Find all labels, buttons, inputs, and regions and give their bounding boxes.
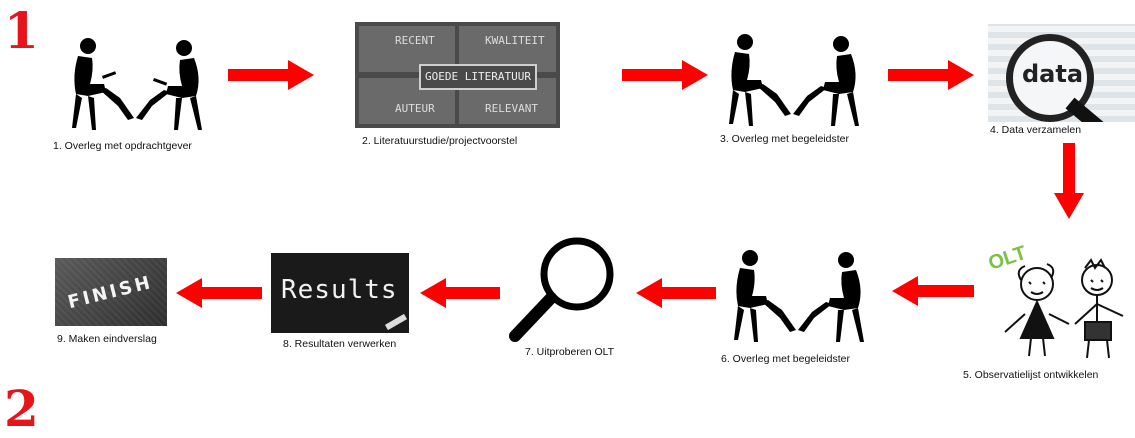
step-1-caption: 1. Overleg met opdrachtgever — [53, 140, 192, 152]
arrow-left-icon — [892, 276, 974, 306]
meeting-silhouette-icon — [729, 34, 859, 126]
section-number-2: 2 — [4, 379, 39, 438]
meeting-silhouette-icon — [72, 38, 202, 130]
chalkboard-word: Results — [281, 275, 398, 305]
arrow-left-icon — [420, 278, 500, 308]
meeting-silhouette-icon — [734, 250, 864, 342]
board-bottom-right: RELEVANT — [485, 102, 538, 115]
step-6-caption: 6. Overleg met begeleidster — [721, 353, 850, 365]
arrow-left-icon — [636, 278, 716, 308]
arrow-left-icon — [176, 278, 262, 308]
board-top-right: KWALITEIT — [485, 34, 545, 47]
board-top-left: RECENT — [395, 34, 435, 47]
magnifier-data-image: data — [988, 24, 1135, 122]
children-drawing-image: OLT — [986, 242, 1124, 359]
step-4-caption: 4. Data verzamelen — [990, 124, 1082, 136]
section-number-1: 1 — [4, 1, 39, 60]
step-7-caption: 7. Uitproberen OLT — [525, 346, 615, 358]
literature-board-image: RECENT KWALITEIT AUTEUR RELEVANT GOEDE L… — [355, 22, 560, 128]
results-chalkboard-image: Results — [271, 253, 409, 333]
magnifier-icon — [509, 237, 614, 342]
step-2-caption: 2. Literatuurstudie/projectvoorstel — [362, 135, 518, 147]
arrow-right-icon — [228, 60, 314, 90]
olt-tag: OLT — [986, 242, 1029, 275]
board-bottom-left: AUTEUR — [395, 102, 435, 115]
arrow-down-icon — [1054, 143, 1084, 219]
arrow-right-icon — [888, 60, 974, 90]
board-center: GOEDE LITERATUUR — [419, 64, 537, 90]
step-9-caption: 9. Maken eindverslag — [57, 333, 157, 345]
finish-road-image: FINISH — [55, 258, 167, 326]
step-3-caption: 3. Overleg met begeleidster — [720, 133, 849, 145]
step-5-caption: 5. Observatielijst ontwikkelen — [963, 369, 1099, 381]
step-8-caption: 8. Resultaten verwerken — [283, 338, 397, 350]
arrow-right-icon — [622, 60, 708, 90]
magnifier-word: data — [1022, 60, 1084, 88]
